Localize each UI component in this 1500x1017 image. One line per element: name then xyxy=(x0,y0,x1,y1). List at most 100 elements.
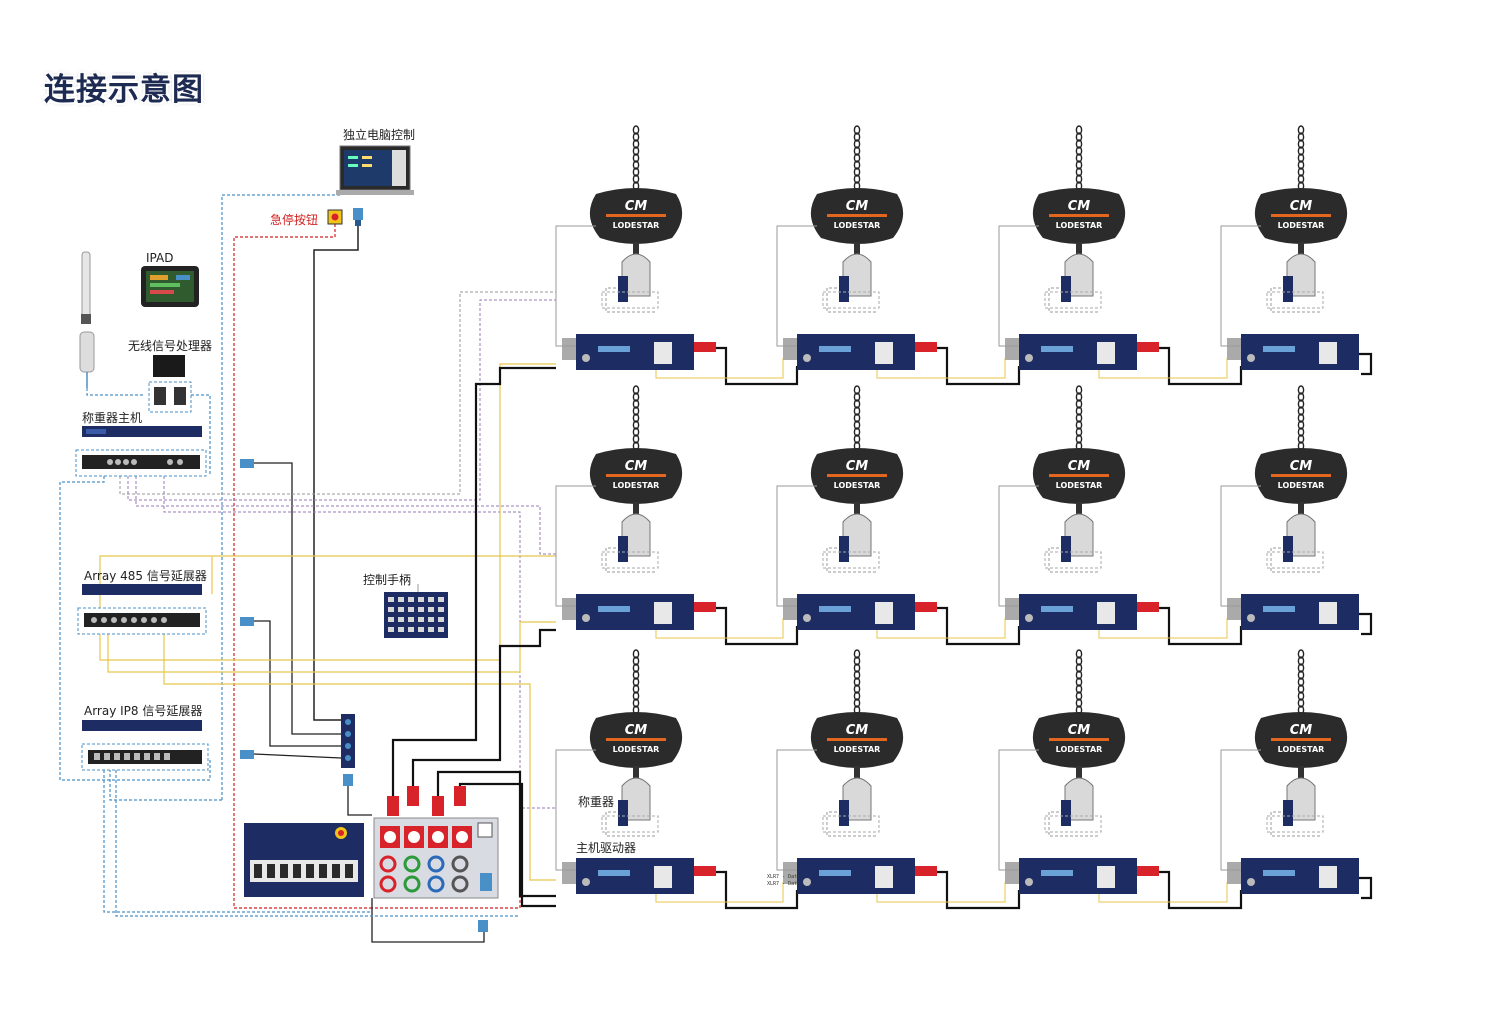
daisy-chain-power xyxy=(716,870,799,910)
daisy-chain-data xyxy=(1098,618,1228,639)
pendant-key[interactable] xyxy=(428,617,434,622)
brand-stripe xyxy=(1271,474,1331,477)
pendant-key[interactable] xyxy=(398,617,404,622)
load-cell-frame xyxy=(1044,291,1102,309)
chain-link xyxy=(1075,663,1083,673)
pendant-key[interactable] xyxy=(398,597,404,602)
daisy-chain-power xyxy=(716,606,799,646)
driver-bracket xyxy=(1227,598,1241,620)
hoist-hook xyxy=(854,502,860,522)
motor-driver xyxy=(797,594,915,630)
load-cell-frame xyxy=(1044,551,1102,569)
pendant-key[interactable] xyxy=(438,627,444,632)
power-plug xyxy=(915,866,937,876)
load-cell-frame xyxy=(1044,815,1102,833)
breaker-switch xyxy=(254,864,262,878)
shackle-icon xyxy=(842,253,872,297)
load-cell-frame xyxy=(601,291,659,309)
pendant-key[interactable] xyxy=(428,597,434,602)
hoist-brand-lodestar: LODESTAR xyxy=(1056,221,1103,230)
load-cell-frame xyxy=(601,815,659,833)
pendant-controller[interactable] xyxy=(384,592,448,638)
pendant-key[interactable] xyxy=(438,607,444,612)
end-power xyxy=(1359,876,1373,900)
daisy-chain-power xyxy=(937,870,1021,910)
chain-link xyxy=(632,125,640,135)
blue-connectors xyxy=(240,459,254,759)
driver-bracket xyxy=(1227,862,1241,884)
pendant-key[interactable] xyxy=(418,627,424,632)
pendant-key[interactable] xyxy=(408,597,414,602)
pendant-key[interactable] xyxy=(418,597,424,602)
load-cell-wire xyxy=(605,287,656,313)
power-trunk xyxy=(436,770,556,898)
pendant-key[interactable] xyxy=(388,597,394,602)
chain-link xyxy=(1075,174,1083,184)
daisy-chain-data xyxy=(876,358,1006,379)
pendant-key[interactable] xyxy=(388,617,394,622)
pendant-key[interactable] xyxy=(398,627,404,632)
driver-display xyxy=(598,870,630,876)
load-cell-wire xyxy=(1270,287,1321,313)
hoist-brand-cm: CM xyxy=(846,199,869,214)
motor-driver xyxy=(1241,594,1359,630)
data-wire xyxy=(107,621,556,673)
pendant-key[interactable] xyxy=(408,627,414,632)
load-cell xyxy=(618,536,628,562)
hoist-brand-lodestar: LODESTAR xyxy=(1278,221,1325,230)
pendant-key[interactable] xyxy=(398,607,404,612)
motor-driver xyxy=(1241,334,1359,370)
emergency-stop-button[interactable] xyxy=(327,209,343,225)
wire xyxy=(86,388,145,396)
pendant-key[interactable] xyxy=(418,607,424,612)
shackle-icon xyxy=(1064,777,1094,821)
driver-display xyxy=(819,606,851,612)
hoist-hook xyxy=(854,242,860,262)
chain-link xyxy=(1297,392,1305,402)
ipad-label: IPAD xyxy=(146,251,173,265)
breaker-switch xyxy=(306,864,314,878)
chain-link xyxy=(632,691,640,701)
pendant-key[interactable] xyxy=(438,597,444,602)
pendant-key[interactable] xyxy=(428,607,434,612)
weigh-host-unit xyxy=(75,426,207,477)
daisy-chain-power xyxy=(1159,870,1243,910)
chain-link xyxy=(632,684,640,694)
breaker-switch xyxy=(267,864,275,878)
pendant-key[interactable] xyxy=(388,627,394,632)
pendant-key[interactable] xyxy=(428,627,434,632)
hoist-brand-cm: CM xyxy=(1290,199,1313,214)
laptop-icon[interactable] xyxy=(336,145,414,195)
hoist-wire xyxy=(1220,225,1261,347)
hoist-hook xyxy=(633,502,639,522)
pendant-key[interactable] xyxy=(408,617,414,622)
daisy-chain-power xyxy=(937,346,1021,386)
chain-link xyxy=(1297,427,1305,437)
chain-link xyxy=(632,656,640,666)
driver-port xyxy=(582,354,590,362)
chain-link xyxy=(1297,167,1305,177)
chain-link xyxy=(1075,153,1083,163)
socket-ring xyxy=(451,875,469,893)
driver-display xyxy=(1041,346,1073,352)
daisy-chain-data xyxy=(1098,882,1228,903)
pendant-key[interactable] xyxy=(418,617,424,622)
driver-display xyxy=(1263,870,1295,876)
driver-connector-panel xyxy=(1319,342,1337,364)
pendant-key[interactable] xyxy=(388,607,394,612)
chain-link xyxy=(853,434,861,444)
driver-display xyxy=(598,346,630,352)
socket-ring xyxy=(379,875,397,893)
shackle-icon xyxy=(1286,777,1316,821)
power-inlet-icon xyxy=(478,920,488,932)
ipad-icon[interactable] xyxy=(141,266,199,307)
driver-bracket xyxy=(1005,338,1019,360)
brand-stripe xyxy=(1271,214,1331,217)
chain-link xyxy=(632,153,640,163)
driver-port xyxy=(1247,878,1255,886)
pendant-key[interactable] xyxy=(438,617,444,622)
pendant-key[interactable] xyxy=(408,607,414,612)
hoist-unit: CM LODESTAR xyxy=(1220,125,1373,376)
